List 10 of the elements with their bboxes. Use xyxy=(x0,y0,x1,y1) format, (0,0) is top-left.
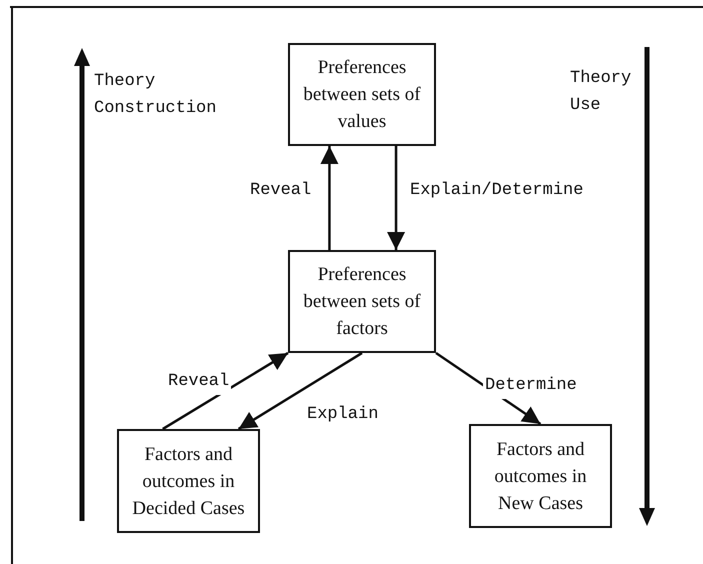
text-box: Preferences between sets of factors xyxy=(288,250,436,353)
arrow xyxy=(162,352,289,430)
text-box: Factors and outcomes in Decided Cases xyxy=(117,429,260,533)
text-box: Factors and outcomes in New Cases xyxy=(469,424,612,528)
arrow xyxy=(238,352,363,430)
arrow xyxy=(320,146,338,250)
side-label: Theory Construction xyxy=(94,71,218,120)
arrow xyxy=(387,146,406,250)
side-label: Theory Use xyxy=(570,68,632,117)
text-box: Preferences between sets of values xyxy=(288,43,436,146)
